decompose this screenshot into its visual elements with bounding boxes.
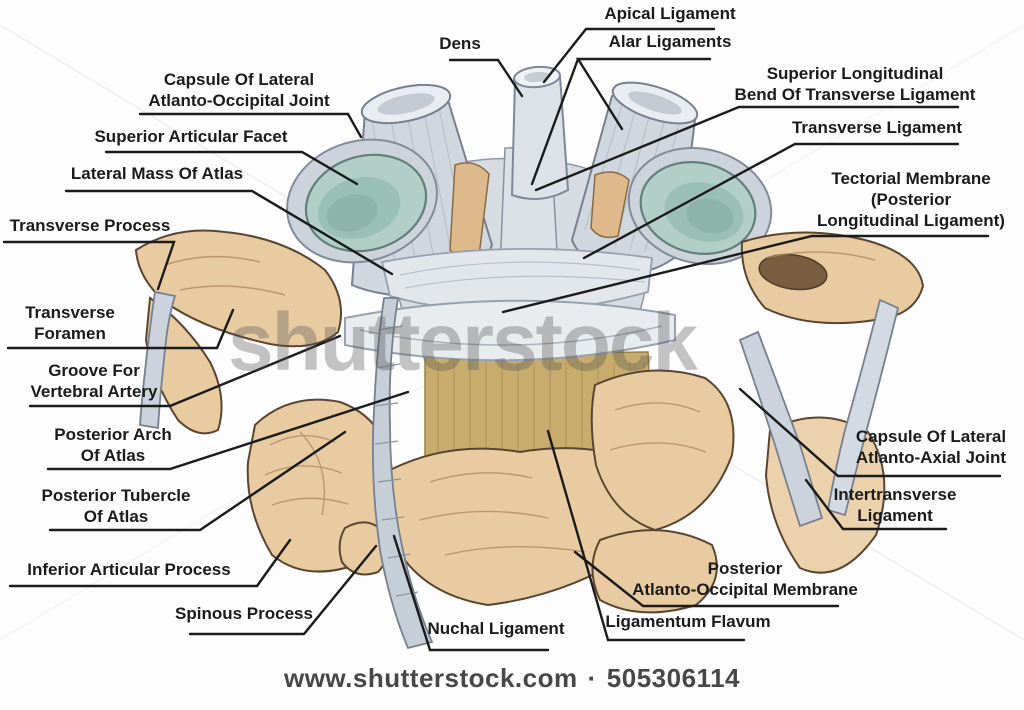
label-posterior-tubercle-of-atlas: Posterior Tubercle Of Atlas — [41, 486, 191, 526]
label-posterior-arch-of-atlas: Posterior Arch Of Atlas — [54, 425, 172, 465]
leader-nuchal-ligament — [392, 534, 550, 652]
spinous-process-tip-bone — [338, 521, 390, 576]
footer-url: www.shutterstock.com — [283, 663, 578, 693]
dens-shape — [510, 65, 570, 200]
leader-ligamentum-flavum — [546, 429, 746, 642]
label-alar-ligaments: Alar Ligaments — [608, 32, 732, 51]
label-leader-lines — [2, 27, 1002, 652]
leader-capsule-atlanto-axial — [738, 387, 1002, 478]
left-vertebral-artery-band — [139, 290, 177, 430]
leader-superior-articular-facet — [104, 150, 359, 186]
label-posterior-atlanto-occipital-membrane: Posterior Atlanto-Occipital Membrane — [632, 559, 858, 599]
label-dens: Dens — [439, 34, 481, 53]
leader-lateral-mass — [64, 189, 394, 276]
right-transverse-process-bone — [740, 231, 925, 325]
label-transverse-foramen: Transverse Foramen — [25, 303, 115, 343]
leader-spinous-process — [188, 544, 378, 636]
leader-alar-ligaments — [530, 57, 712, 186]
bone-sliver-right-of-dens — [590, 171, 630, 239]
label-capsule-atlanto-occipital-joint: Capsule Of Lateral Atlanto-Occipital Joi… — [148, 70, 330, 110]
leader-dens — [448, 58, 524, 98]
label-intertransverse-ligament: Intertransverse Ligament — [833, 485, 957, 525]
label-nuchal-ligament: Nuchal Ligament — [427, 619, 565, 638]
leader-intertransverse — [804, 478, 948, 531]
leader-inferior-articular-process — [8, 538, 292, 588]
leader-capsule-atlanto-occipital — [138, 112, 363, 139]
nuchal-ligament-shape — [371, 297, 434, 650]
leader-posterior-ao-membrane — [573, 550, 840, 608]
label-ligamentum-flavum: Ligamentum Flavum — [605, 612, 771, 631]
label-tectorial-membrane: Tectorial Membrane (Posterior Longitudin… — [817, 169, 1005, 230]
label-transverse-ligament: Transverse Ligament — [791, 118, 963, 137]
leader-tectorial-membrane — [501, 234, 990, 314]
label-superior-articular-facet: Superior Articular Facet — [94, 127, 288, 146]
label-superior-longitudinal-bend: Superior Longitudinal Bend Of Transverse… — [734, 64, 976, 104]
leader-transverse-foramen — [6, 308, 235, 350]
footer-credit: www.shutterstock.com · 505306114 — [0, 663, 1024, 694]
label-transverse-process: Transverse Process — [9, 216, 171, 235]
label-spinous-process: Spinous Process — [175, 604, 313, 623]
leader-posterior-arch — [46, 390, 410, 471]
label-groove-for-vertebral-artery: Groove For Vertebral Artery — [30, 361, 158, 401]
leader-posterior-tubercle — [48, 430, 347, 532]
posterior-arch-of-atlas-shape — [344, 299, 676, 362]
leader-transverse-process — [2, 240, 176, 291]
right-inferior-articular-process-bone — [590, 369, 735, 532]
leader-groove-vertebral-artery — [28, 334, 342, 408]
watermark-text: shutterstock — [228, 297, 698, 388]
label-inferior-articular-process: Inferior Articular Process — [27, 560, 231, 579]
footer-image-id: 505306114 — [606, 663, 741, 693]
right-transverse-foramen-hole — [758, 253, 828, 291]
leader-superior-longitudinal-bend — [534, 105, 960, 192]
footer-separator: · — [587, 663, 597, 693]
label-apical-ligament: Apical Ligament — [604, 4, 736, 23]
leader-transverse-ligament — [582, 142, 960, 260]
left-superior-articular-facet — [286, 138, 438, 264]
label-lateral-mass-of-atlas: Lateral Mass Of Atlas — [70, 164, 244, 183]
label-capsule-atlanto-axial-joint: Capsule Of Lateral Atlanto-Axial Joint — [855, 427, 1007, 467]
leader-apical-ligament — [542, 27, 716, 84]
